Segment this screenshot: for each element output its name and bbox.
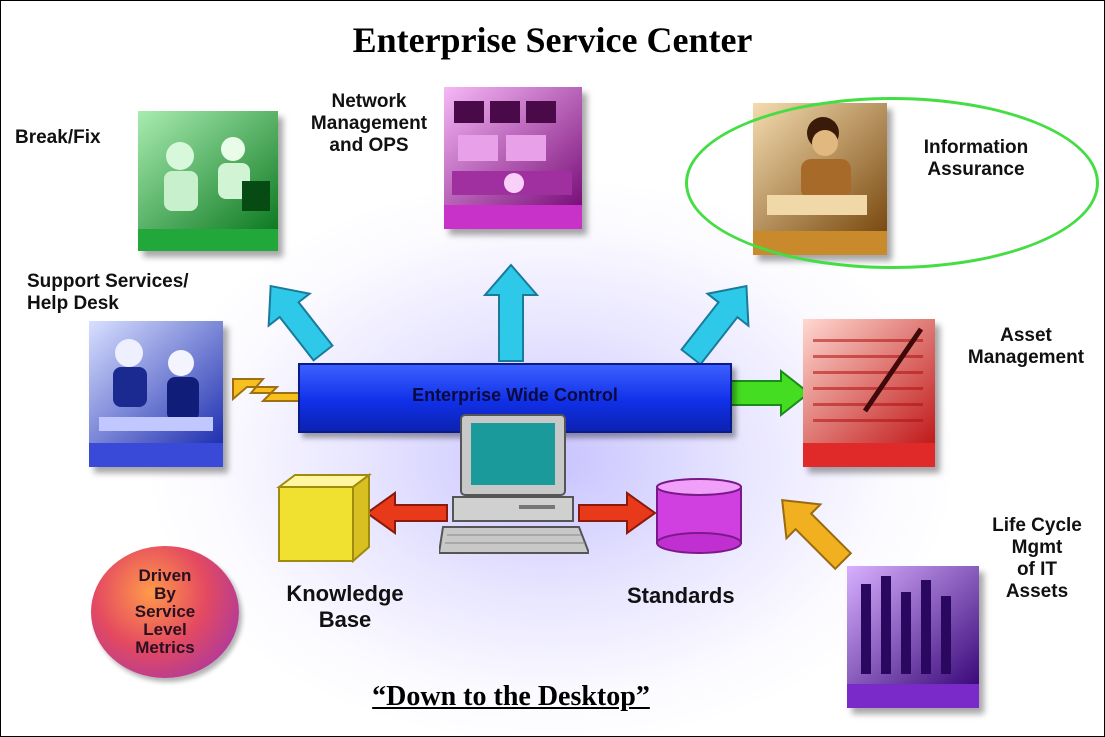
hub-label: Enterprise Wide Control (412, 385, 618, 405)
enterprise-wide-control-bar: Enterprise Wide Control (298, 363, 732, 433)
arrow-to-information-assurance (680, 284, 750, 366)
label-support-services: Support Services/ Help Desk (27, 271, 189, 314)
label-standards: Standards (627, 583, 735, 608)
network-photo (444, 87, 582, 229)
knowledge-base-cube-icon (276, 473, 372, 564)
arrow-to-break-fix (267, 284, 334, 362)
label-lifecycle: Life Cycle Mgmt of IT Assets (992, 515, 1082, 602)
badge-text: Driven By Service Level Metrics (134, 566, 196, 657)
arrow-to-network (482, 263, 540, 362)
label-knowledge-base: Knowledge Base (286, 581, 404, 632)
highlight-ellipse (685, 97, 1099, 269)
label-information-assurance: Information Assurance (923, 137, 1029, 180)
computer-icon (439, 414, 589, 554)
lightning-bolt-icon (232, 378, 300, 402)
asset-management-photo (803, 319, 935, 467)
label-network-management: Network Management and OPS (310, 91, 428, 156)
label-break-fix: Break/Fix (15, 127, 101, 148)
arrow-to-knowledge-base (365, 491, 448, 535)
break-fix-photo (138, 111, 278, 251)
service-level-metrics-badge: Driven By Service Level Metrics (91, 546, 239, 678)
arrow-to-standards (578, 491, 657, 535)
lifecycle-photo (847, 566, 979, 708)
arrow-from-lifecycle (781, 499, 853, 571)
label-asset-management: Asset Management (967, 325, 1085, 368)
support-help-desk-photo (89, 321, 223, 467)
standards-cylinder-icon (656, 478, 742, 554)
diagram-title: Enterprise Service Center (352, 20, 753, 60)
diagram-subtitle: “Down to the Desktop” (372, 681, 650, 712)
arrow-to-asset-management (728, 368, 811, 418)
